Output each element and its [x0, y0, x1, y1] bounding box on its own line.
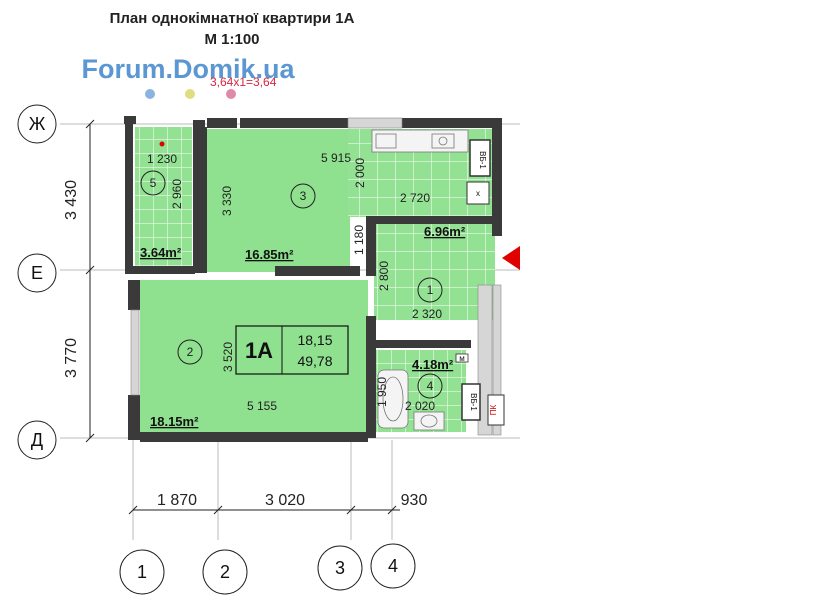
- room-5-area: 3.64m²: [140, 245, 182, 260]
- corridor-height: 1 180: [352, 225, 366, 255]
- row-axis-circles: [17, 104, 57, 460]
- column-axis-2: 2: [220, 562, 230, 582]
- room-1-height: 2 800: [377, 261, 391, 291]
- room-5-width: 1 230: [147, 152, 177, 166]
- room-2-number: 2: [187, 345, 194, 359]
- vent-shaft-1-label: ВБ-1: [478, 151, 487, 169]
- col-dim-1-2: 1 870: [157, 492, 197, 509]
- small-fixture-label: м: [459, 354, 465, 363]
- bath-fixtures: [377, 369, 445, 431]
- row-dim-lines: [85, 119, 95, 443]
- room-5-red-dot: [159, 141, 165, 147]
- watermark-dot-yellow: [185, 89, 195, 99]
- kitchen-appliance-label: x: [476, 189, 480, 198]
- area-formula-note: 3,64х1=3,64: [210, 75, 277, 89]
- kitchen-appliance: [466, 181, 490, 205]
- column-axis-3: 3: [335, 558, 345, 578]
- kitchen-height: 2 000: [353, 158, 367, 188]
- apartment-total-area: 49,78: [297, 353, 332, 369]
- room-2-floor: [140, 280, 368, 436]
- room-4-area: 4.18m²: [412, 357, 454, 372]
- room-3-area: 16.85m²: [245, 247, 294, 262]
- room-2-area: 18.15m²: [150, 414, 199, 429]
- kitchen-width: 2 720: [400, 191, 430, 205]
- row-axis-d: Д: [31, 430, 43, 450]
- row-dim-zh-e: 3 430: [63, 180, 80, 220]
- apartment-living-area: 18,15: [297, 332, 332, 348]
- apartment-summary-box: [235, 325, 349, 375]
- walls: [124, 116, 502, 442]
- room-4-number: 4: [427, 379, 434, 393]
- room-4-height: 1 950: [375, 377, 389, 407]
- column-axis-circles: [119, 543, 416, 595]
- room-3-height: 3 330: [220, 186, 234, 216]
- room-2-width: 5 155: [247, 399, 277, 413]
- room-3-floor-left: [207, 129, 350, 272]
- room-2-height: 3 520: [221, 342, 235, 372]
- kitchen-counter: [371, 129, 469, 153]
- room-3-width: 5 915: [321, 151, 351, 165]
- room-1-floor: [374, 220, 495, 320]
- watermark-dot-blue: [145, 89, 155, 99]
- col-dim-3-4: 930: [401, 492, 428, 509]
- col-dim-2-3: 3 020: [265, 492, 305, 509]
- plan-title: План однокімнатної квартири 1А: [110, 10, 355, 27]
- watermark: Forum.Domik.ua: [81, 54, 295, 84]
- vent-shaft-1: [469, 139, 491, 177]
- room-5-floor: [135, 127, 192, 268]
- plan-scale: М 1:100: [204, 31, 259, 48]
- row-dim-e-d: 3 770: [63, 338, 80, 378]
- room-1-area: 6.96m²: [424, 224, 466, 239]
- vent-shaft-2-label: ВБ-1: [469, 393, 478, 411]
- vent-shaft-2: [461, 383, 481, 421]
- pk-box: [487, 394, 505, 426]
- column-dim-lines: [128, 505, 400, 515]
- room-1-width: 2 320: [412, 307, 442, 321]
- room-5-height: 2 960: [170, 179, 184, 209]
- room-4-width: 2 020: [405, 399, 435, 413]
- column-axis-4: 4: [388, 556, 398, 576]
- pk-label: ПК: [489, 404, 498, 415]
- room-3-number: 3: [300, 189, 307, 203]
- entrance-marker-icon: [502, 246, 520, 270]
- row-axis-e: Е: [31, 263, 43, 283]
- small-fixture: [455, 353, 469, 363]
- column-axis-1: 1: [137, 562, 147, 582]
- row-axis-zh: Ж: [29, 114, 46, 134]
- room-1-number: 1: [427, 283, 434, 297]
- room-5-number: 5: [150, 176, 157, 190]
- watermark-dot-pink: [226, 89, 236, 99]
- room-number-circles: [140, 170, 443, 399]
- apartment-label: 1А: [245, 338, 273, 363]
- column-axis-lines: [132, 440, 393, 540]
